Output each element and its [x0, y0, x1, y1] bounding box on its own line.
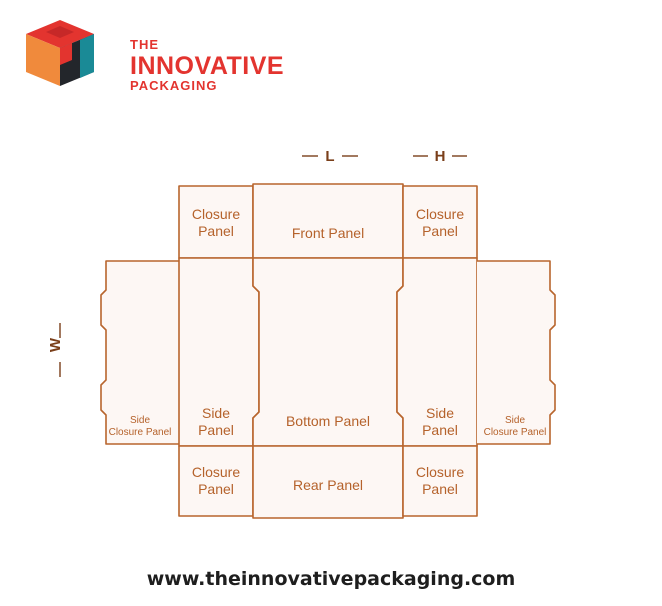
brand-logo: THE INNOVATIVE PACKAGING — [22, 16, 284, 93]
side-closure-left-label-1: Side — [130, 415, 150, 426]
closure-top-left-label-2: Panel — [198, 223, 234, 239]
closure-bottom-left-label-1: Closure — [192, 464, 240, 480]
side-closure-panel-left — [100, 260, 179, 445]
website-url[interactable]: www.theinnovativepackaging.com — [146, 568, 516, 590]
rear-panel — [252, 445, 404, 519]
side-closure-right-label-1: Side — [505, 415, 525, 426]
length-label: L — [325, 148, 334, 165]
side-closure-left-label-2: Closure Panel — [109, 427, 172, 438]
brand-line-3: PACKAGING — [130, 78, 218, 93]
side-closure-panel-right — [477, 260, 556, 445]
closure-top-right-label-2: Panel — [422, 223, 458, 239]
side-right-label-2: Panel — [422, 422, 458, 438]
closure-top-left-label-1: Closure — [192, 206, 240, 222]
rear-panel-label: Rear Panel — [293, 477, 363, 493]
side-left-label-2: Panel — [198, 422, 234, 438]
closure-bottom-left-label-2: Panel — [198, 481, 234, 497]
closure-panel-bottom-right — [402, 445, 478, 517]
bottom-panel-label: Bottom Panel — [286, 413, 370, 429]
front-panel — [252, 183, 404, 259]
front-panel-label: Front Panel — [292, 225, 364, 241]
height-label: H — [435, 148, 446, 165]
brand-line-1: THE — [130, 37, 159, 52]
cube-logo-icon — [26, 20, 94, 86]
closure-bottom-right-label-1: Closure — [416, 464, 464, 480]
brand-line-2: INNOVATIVE — [130, 52, 285, 80]
closure-panel-bottom-left — [178, 445, 254, 517]
closure-top-right-label-1: Closure — [416, 206, 464, 222]
width-label: W — [47, 337, 64, 352]
closure-bottom-right-label-2: Panel — [422, 481, 458, 497]
closure-panel-top-right — [402, 185, 478, 259]
side-right-label-1: Side — [426, 405, 454, 421]
closure-panel-top-left — [178, 185, 254, 259]
side-closure-right-label-2: Closure Panel — [484, 427, 547, 438]
side-left-label-1: Side — [202, 405, 230, 421]
brand-wordmark: THE INNOVATIVE PACKAGING — [130, 38, 284, 93]
